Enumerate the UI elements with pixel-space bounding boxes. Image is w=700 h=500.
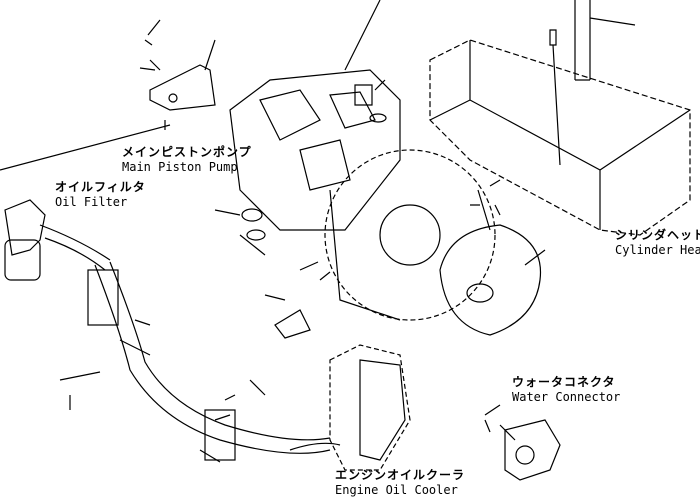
cylinder-head-label: シリンダヘッド Cylinder Head	[615, 228, 700, 258]
oil-filter-label: オイルフィルタ Oil Filter	[55, 180, 146, 210]
main-piston-pump-label: メインピストンポンプ Main Piston Pump	[122, 145, 252, 175]
cylinder-head-jp: シリンダヘッド	[615, 228, 700, 242]
water-connector-drawing	[484, 404, 561, 481]
fastener-drawing	[214, 208, 331, 339]
cylinder-head-en: Cylinder Head	[615, 243, 700, 257]
hose-drawing	[59, 261, 331, 463]
cylinder-head-drawing	[429, 0, 691, 236]
main-piston-pump-jp: メインピストンポンプ	[122, 145, 252, 159]
main-piston-pump-drawing	[229, 0, 496, 321]
main-piston-pump-en: Main Piston Pump	[122, 160, 238, 174]
engine-oil-cooler-jp: エンジンオイルクーラ	[335, 468, 466, 482]
water-connector-label: ウォータコネクタ Water Connector	[512, 375, 620, 405]
plate-drawing	[439, 179, 546, 336]
oil-filter-en: Oil Filter	[55, 195, 128, 209]
bracket-drawing	[139, 19, 216, 111]
engine-oil-cooler-en: Engine Oil Cooler	[335, 483, 458, 497]
engine-oil-cooler-drawing	[289, 344, 411, 471]
water-connector-en: Water Connector	[512, 390, 621, 404]
engine-oil-cooler-label: エンジンオイルクーラ Engine Oil Cooler	[335, 468, 465, 498]
water-connector-jp: ウォータコネクタ	[512, 375, 616, 389]
oil-filter-drawing	[0, 120, 171, 281]
oil-filter-jp: オイルフィルタ	[55, 180, 146, 194]
